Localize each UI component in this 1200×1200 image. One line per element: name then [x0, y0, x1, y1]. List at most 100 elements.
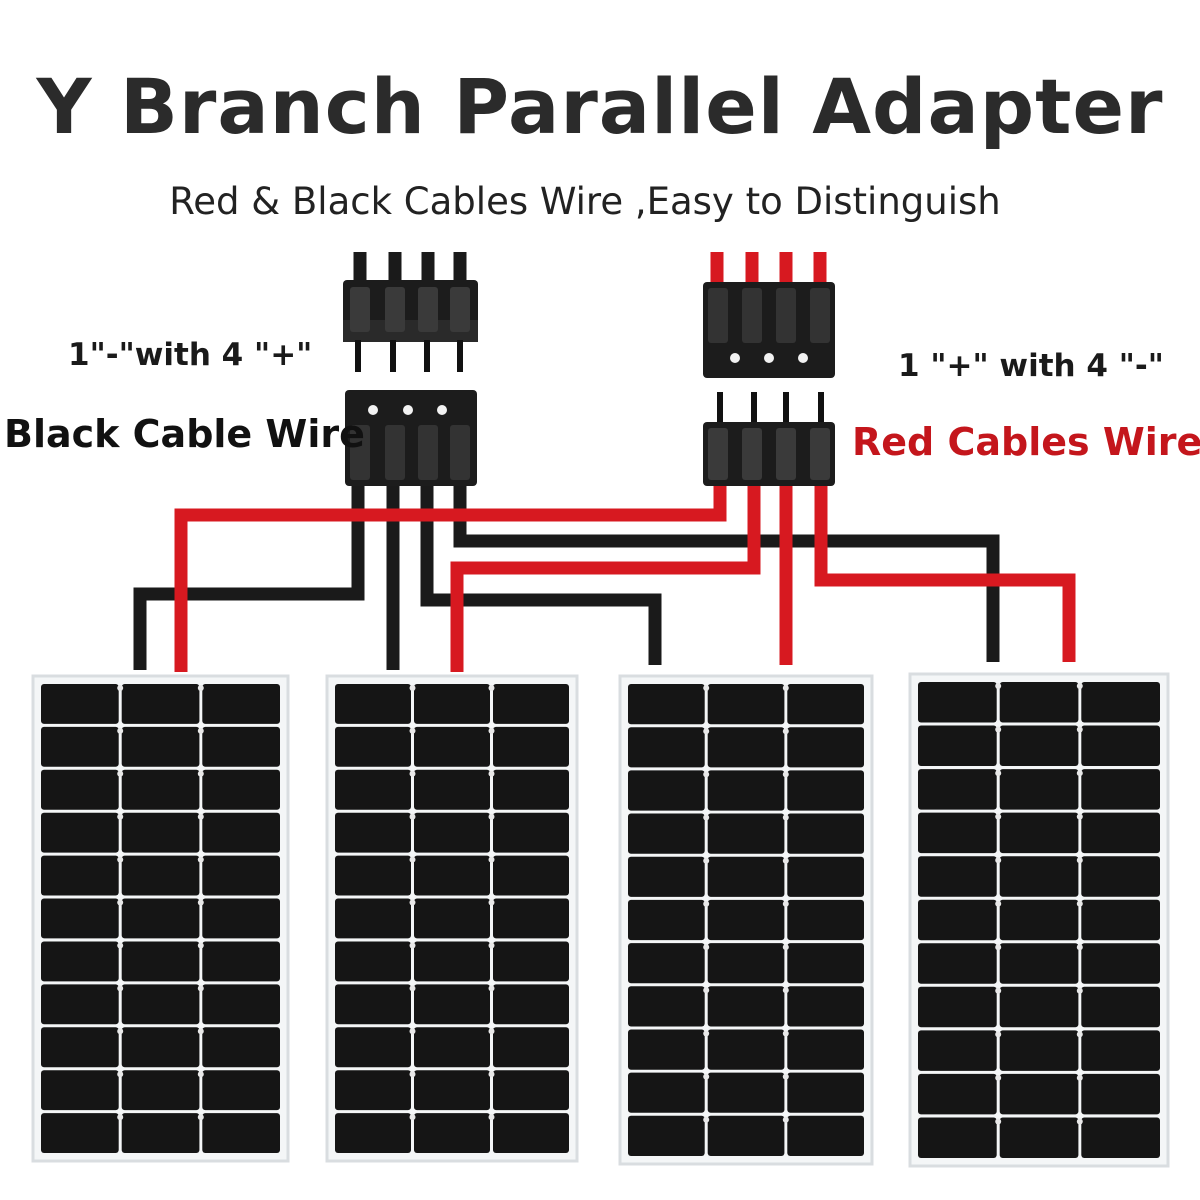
panel-cell [41, 941, 119, 982]
panel-cell [918, 986, 997, 1028]
panel-cell [1081, 812, 1160, 854]
panel-cell [999, 943, 1079, 984]
panel-cell [999, 1117, 1079, 1158]
panel-cell [121, 855, 200, 896]
panel-busbar-marker [117, 813, 124, 820]
solar-panel-1 [31, 674, 290, 1163]
panel-busbar-marker [488, 813, 495, 820]
panel-cell [335, 1027, 411, 1068]
panel-cell [414, 769, 490, 810]
panel-busbar-marker [409, 813, 416, 820]
panel-busbar-marker [1076, 726, 1083, 733]
panel-cell [707, 727, 785, 768]
panel-busbar-marker [995, 726, 1002, 733]
panel-cell [628, 1115, 705, 1156]
panel-busbar-marker [117, 1028, 124, 1035]
panel-busbar-marker [409, 1071, 416, 1078]
panel-cell [335, 769, 411, 810]
panel-busbar-marker [488, 685, 495, 691]
panel-busbar-marker [488, 1071, 495, 1078]
panel-busbar-marker [995, 857, 1002, 864]
panel-busbar-marker [995, 1074, 1002, 1081]
panel-cell [414, 1070, 490, 1111]
panel-cell [1081, 725, 1160, 766]
panel-cell [918, 1073, 997, 1115]
panel-cell [707, 1072, 785, 1113]
panel-cell [335, 726, 411, 767]
solar-panel-group [31, 672, 1170, 1168]
panel-busbar-marker [117, 1071, 124, 1078]
panel-cell [918, 682, 997, 723]
panel-busbar-marker [197, 856, 204, 863]
panel-busbar-marker [782, 728, 789, 735]
panel-cell [707, 899, 785, 941]
panel-busbar-marker [995, 1118, 1002, 1125]
panel-cell [787, 813, 864, 854]
panel-cell [999, 986, 1079, 1028]
panel-busbar-marker [703, 771, 710, 778]
panel-cell [121, 684, 200, 724]
panel-busbar-marker [995, 770, 1002, 777]
panel-cell [628, 899, 705, 941]
panel-busbar-marker [1076, 900, 1083, 907]
panel-busbar-marker [782, 857, 789, 864]
panel-cell [918, 769, 997, 810]
panel-busbar-marker [409, 770, 416, 777]
panel-busbar-marker [782, 685, 789, 691]
panel-cell [707, 856, 785, 897]
panel-cell [493, 941, 569, 982]
panel-busbar-marker [782, 1073, 789, 1080]
panel-busbar-marker [1076, 813, 1083, 820]
diagram-title: Y Branch Parallel Adapter [36, 62, 1164, 151]
panel-busbar-marker [995, 813, 1002, 820]
panel-busbar-marker [488, 856, 495, 863]
panel-busbar-marker [703, 814, 710, 821]
panel-cell [628, 1029, 705, 1070]
panel-busbar-marker [117, 942, 124, 949]
panel-busbar-marker [488, 899, 495, 906]
panel-busbar-marker [782, 771, 789, 778]
panel-busbar-marker [409, 942, 416, 949]
panel-cell [41, 684, 119, 724]
red-wire-panel-4 [814, 485, 1076, 662]
panel-busbar-marker [409, 1028, 416, 1035]
panel-cell [202, 684, 280, 724]
panel-busbar-marker [703, 944, 710, 951]
panel-busbar-marker [488, 942, 495, 949]
panel-busbar-marker [995, 944, 1002, 951]
panel-cell [493, 684, 569, 724]
panel-cell [121, 941, 200, 982]
panel-cell [121, 1070, 200, 1111]
black-wire-panel-1 [133, 485, 365, 670]
panel-cell [999, 682, 1079, 723]
panel-cell [999, 812, 1079, 854]
panel-cell [493, 855, 569, 896]
panel-busbar-marker [488, 1114, 495, 1121]
panel-busbar-marker [197, 685, 204, 691]
panel-busbar-marker [995, 683, 1002, 689]
panel-cell [628, 986, 705, 1027]
panel-cell [41, 812, 119, 853]
panel-busbar-marker [409, 727, 416, 734]
panel-cell [493, 769, 569, 810]
panel-busbar-marker [703, 1116, 710, 1123]
panel-cell [121, 1027, 200, 1068]
panel-busbar-marker [782, 1116, 789, 1123]
panel-busbar-marker [197, 1071, 204, 1078]
panel-busbar-marker [197, 1028, 204, 1035]
panel-cell [202, 1027, 280, 1068]
panel-busbar-marker [488, 770, 495, 777]
panel-busbar-marker [117, 1114, 124, 1121]
panel-busbar-marker [1076, 987, 1083, 994]
panel-cell [493, 1070, 569, 1111]
panel-cell [628, 943, 705, 984]
red-wire-panel-1 [174, 485, 727, 672]
panel-cell [787, 727, 864, 768]
panel-cell [1081, 856, 1160, 897]
panel-cell [121, 812, 200, 853]
panel-cell [918, 1117, 997, 1158]
panel-cell [787, 770, 864, 811]
panel-busbar-marker [1076, 770, 1083, 777]
panel-busbar-marker [995, 1031, 1002, 1038]
